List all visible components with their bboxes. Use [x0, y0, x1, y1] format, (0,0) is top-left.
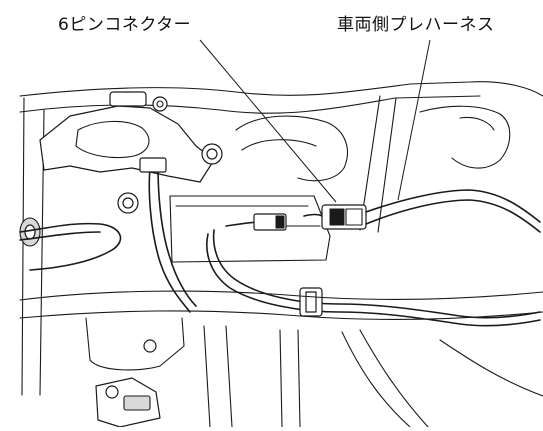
body-outline — [19, 81, 543, 97]
vertical-harness — [148, 167, 191, 313]
clip — [139, 157, 167, 173]
connector-leader — [199, 39, 337, 203]
harness-leader — [397, 39, 431, 201]
main-harness-loop — [206, 233, 541, 327]
central-opening — [169, 195, 331, 263]
harness-callout-label: 車両側プレハーネス — [337, 15, 495, 35]
left-bracket — [39, 105, 215, 183]
connector-callout-label: 6ピンコネクター — [58, 15, 192, 35]
vehicle-prewired-harness — [365, 189, 541, 223]
left-harness — [19, 222, 122, 271]
bracket-bolt — [152, 96, 168, 112]
